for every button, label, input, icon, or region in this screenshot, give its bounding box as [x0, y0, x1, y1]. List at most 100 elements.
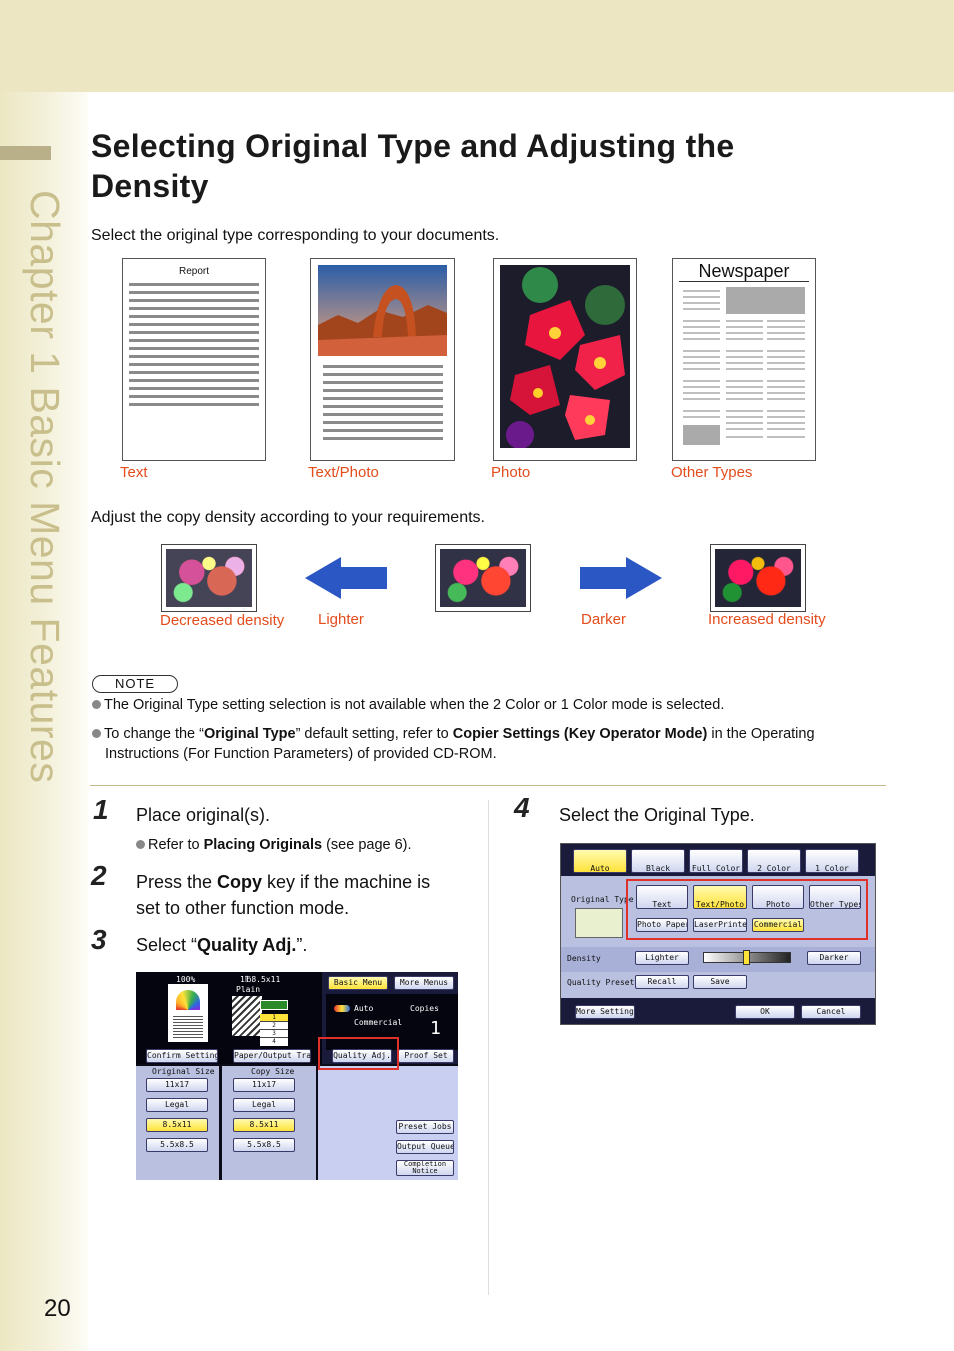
- orig-size-11x17[interactable]: 11x17: [146, 1078, 208, 1092]
- more-settings-button[interactable]: More Settings: [575, 1005, 635, 1019]
- basic-menu-tab[interactable]: Basic Menu: [328, 976, 388, 990]
- note-text: To change the “: [104, 726, 204, 742]
- mode-auto-button[interactable]: Auto: [573, 849, 627, 873]
- note-text: ” default setting, refer to: [295, 726, 453, 742]
- save-button[interactable]: Save: [693, 975, 747, 989]
- step-2-text: Press the Copy key if the machine is set…: [136, 869, 430, 921]
- intro-density-text: Adjust the copy density according to you…: [91, 509, 485, 526]
- arrow-right-icon: [580, 557, 662, 599]
- density-lighter-button[interactable]: Lighter: [635, 951, 689, 965]
- density-slider-handle[interactable]: [743, 950, 750, 965]
- normal-density-image: [435, 544, 531, 612]
- density-label: Density: [567, 954, 601, 963]
- completion-notice-button[interactable]: Completion Notice: [396, 1160, 454, 1176]
- column-divider: [488, 800, 489, 1295]
- step-number-1: 1: [93, 794, 109, 825]
- mode-full-color-button[interactable]: Full Color: [689, 849, 743, 873]
- step-3-text-c: ”.: [296, 935, 308, 955]
- label-lighter: Lighter: [318, 611, 364, 628]
- page-number: 20: [44, 1295, 71, 1322]
- note-bullet-2: To change the “Original Type” default se…: [92, 724, 892, 744]
- subtype-commercial-button[interactable]: Commercial: [752, 918, 804, 932]
- note-bullet-1-text: The Original Type setting selection is n…: [104, 697, 725, 713]
- text-lines: [129, 283, 259, 411]
- original-type-highlight: [626, 879, 868, 940]
- label-text: Text: [120, 464, 148, 481]
- step-3-text: Select “Quality Adj.”.: [136, 932, 307, 958]
- quality-adjust-screen: Auto Black Full Color 2 Color 1 Color Or…: [560, 843, 876, 1025]
- step-number-2: 2: [91, 860, 107, 891]
- screen1-auto: Auto: [354, 1004, 374, 1013]
- intro-type-text: Select the original type corresponding t…: [91, 227, 500, 244]
- orig-size-8-5x11[interactable]: 8.5x11: [146, 1118, 208, 1132]
- proof-set-button[interactable]: Proof Set: [398, 1049, 454, 1063]
- type-other-types-button[interactable]: Other Types: [809, 885, 861, 909]
- step-2-text-a: Press the: [136, 872, 218, 892]
- original-type-preview: [575, 908, 623, 938]
- step-3-text-a: Select “: [136, 935, 198, 955]
- screen1-plain: Plain: [236, 985, 261, 994]
- step-1-sub-text-end: (see page 6).: [322, 837, 412, 853]
- density-darker-button[interactable]: Darker: [807, 951, 861, 965]
- tray-4[interactable]: 4: [272, 1038, 276, 1045]
- screen1-paper: 1℔8.5x11: [240, 975, 281, 984]
- output-queue-button[interactable]: Output Queue: [396, 1140, 454, 1154]
- type-text-photo-button[interactable]: Text/Photo: [693, 885, 747, 909]
- paper-output-tray-button[interactable]: Paper/Output Tray: [233, 1049, 311, 1063]
- top-band: [0, 0, 954, 92]
- page-title: Selecting Original Type and Adjusting th…: [91, 128, 735, 204]
- label-photo: Photo: [491, 464, 531, 481]
- mode-1-color-button[interactable]: 1 Color: [805, 849, 859, 873]
- confirm-settings-button[interactable]: Confirm Settings: [146, 1049, 218, 1063]
- note-bullet-1: The Original Type setting selection is n…: [92, 695, 892, 715]
- original-type-label: Original Type: [571, 895, 634, 904]
- section-divider: [90, 785, 886, 786]
- tray-2[interactable]: 2: [260, 1022, 288, 1030]
- preset-jobs-button[interactable]: Preset Jobs: [396, 1120, 454, 1134]
- preview-lines: [173, 1014, 203, 1038]
- note-bold-original-type: Original Type: [203, 726, 296, 742]
- type-photo-button[interactable]: Photo: [752, 885, 804, 909]
- recall-button[interactable]: Recall: [635, 975, 689, 989]
- screen1-copies-label: Copies: [410, 1004, 439, 1013]
- screen1-output-icon: [232, 996, 262, 1036]
- orig-size-legal[interactable]: Legal: [146, 1098, 208, 1112]
- step-1-sub: Refer to Placing Originals (see page 6).: [136, 837, 412, 853]
- copy-size-8-5x11[interactable]: 8.5x11: [233, 1118, 295, 1132]
- type-text-button[interactable]: Text: [636, 885, 688, 909]
- mode-black-button[interactable]: Black: [631, 849, 685, 873]
- ok-button[interactable]: OK: [735, 1005, 795, 1019]
- tray-3[interactable]: 3: [260, 1030, 288, 1038]
- step-1-text: Place original(s).: [136, 805, 271, 825]
- chapter-title: Chapter 1 Basic Menu Features: [22, 190, 68, 784]
- copy-size-5-5x8-5[interactable]: 5.5x8.5: [233, 1138, 295, 1152]
- orig-size-5-5x8-5[interactable]: 5.5x8.5: [146, 1138, 208, 1152]
- arch-photo-image: [318, 265, 447, 356]
- copy-size-legal[interactable]: Legal: [233, 1098, 295, 1112]
- color-mode-icon: [334, 1005, 350, 1012]
- side-band: [0, 92, 88, 1351]
- screen1-tray-arrow-icon: [260, 1000, 288, 1010]
- copy-size-label: Copy Size: [251, 1067, 295, 1076]
- increased-density-image: [710, 544, 806, 612]
- more-menus-tab[interactable]: More Menus: [394, 976, 454, 990]
- newspaper-columns: [683, 290, 805, 438]
- copy-size-11x17[interactable]: 11x17: [233, 1078, 295, 1092]
- label-text-photo: Text/Photo: [308, 464, 379, 481]
- subtype-photo-paper-button[interactable]: Photo Paper: [636, 918, 688, 932]
- original-size-label: Original Size: [152, 1067, 215, 1076]
- newspaper-photo-block-small: [683, 425, 720, 445]
- quality-adj-highlight: [318, 1037, 399, 1070]
- cancel-button[interactable]: Cancel: [801, 1005, 861, 1019]
- quality-presets-label: Quality Presets: [567, 978, 640, 987]
- tray-1[interactable]: 1: [260, 1014, 288, 1022]
- step-2-text-c: key if the machine is: [262, 872, 431, 892]
- quality-adj-button[interactable]: Quality Adj.: [332, 1049, 392, 1063]
- subtype-laserprinted-button[interactable]: LaserPrinted: [693, 918, 747, 932]
- screen1-commercial: Commercial: [354, 1018, 403, 1027]
- mode-2-color-button[interactable]: 2 Color: [747, 849, 801, 873]
- text-photo-lines: [323, 365, 443, 445]
- step-2-line2: set to other function mode.: [136, 898, 350, 918]
- step-1-sub-text: Refer to: [148, 837, 204, 853]
- bullet-dot: [92, 700, 101, 709]
